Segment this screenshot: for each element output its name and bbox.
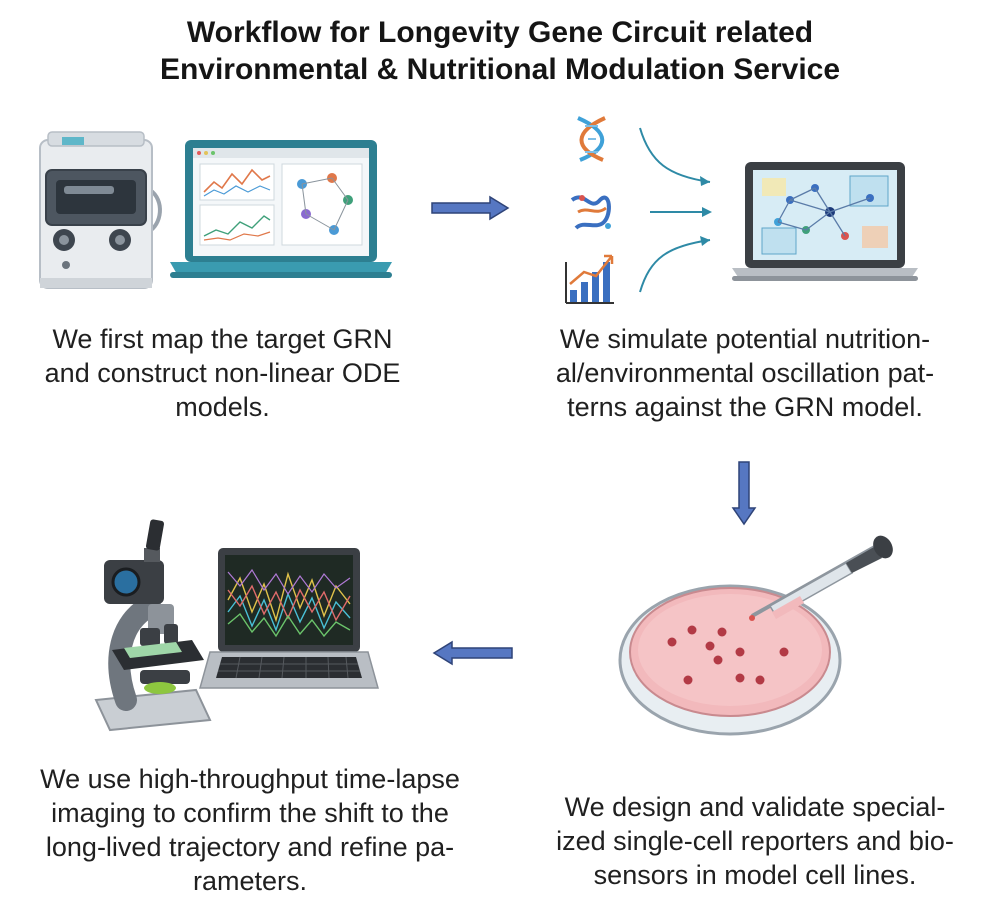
converging-arrows: [639, 127, 712, 293]
step-2-line: al/environmental oscillation pat-: [555, 358, 935, 388]
step-4-text: We use high-throughput time-lapse imagin…: [0, 762, 500, 898]
step-3-line: ized single-cell reporters and bio-: [556, 826, 954, 856]
microscope-icon: [94, 519, 212, 732]
step-4-line: We use high-throughput time-lapse: [40, 764, 460, 794]
step-1-line: We first map the target GRN: [52, 324, 393, 354]
step-2-line: terns against the GRN model.: [567, 392, 923, 422]
petri-dish-icon: [618, 584, 842, 736]
signal-laptop-icon: [199, 548, 379, 689]
diagram-title: Workflow for Longevity Gene Circuit rela…: [0, 14, 1000, 88]
title-line-1: Workflow for Longevity Gene Circuit rela…: [186, 16, 814, 49]
step-4-line: rameters.: [192, 866, 308, 896]
step-4-line: long-lived trajectory and refine pa-: [45, 832, 455, 862]
step-1-line: models.: [175, 392, 270, 422]
step-1-text: We first map the target GRN and construc…: [0, 322, 445, 424]
pipette-icon: [749, 535, 893, 621]
growth-chart-icon: [565, 254, 614, 304]
arrow-down: [731, 461, 757, 526]
protein-icon: [570, 195, 611, 230]
step-3-line: sensors in model cell lines.: [593, 860, 917, 890]
laptop-dashboard-icon: [170, 140, 392, 278]
dna-icon: [577, 116, 606, 162]
step-4-line: imaging to confirm the shift to the: [51, 798, 449, 828]
step-2-line: We simulate potential nutrition-: [559, 324, 931, 354]
step-3-text: We design and validate special- ized sin…: [520, 790, 990, 892]
step-3-line: We design and validate special-: [564, 792, 946, 822]
step-2-text: We simulate potential nutrition- al/envi…: [505, 322, 985, 424]
title-line-2: Environmental & Nutritional Modulation S…: [159, 53, 841, 86]
step-1-line: and construct non-linear ODE: [44, 358, 401, 388]
lab-instrument-icon: [39, 131, 162, 289]
network-laptop-icon: [732, 162, 918, 281]
arrow-left: [432, 640, 513, 666]
arrow-right-1: [431, 195, 510, 221]
